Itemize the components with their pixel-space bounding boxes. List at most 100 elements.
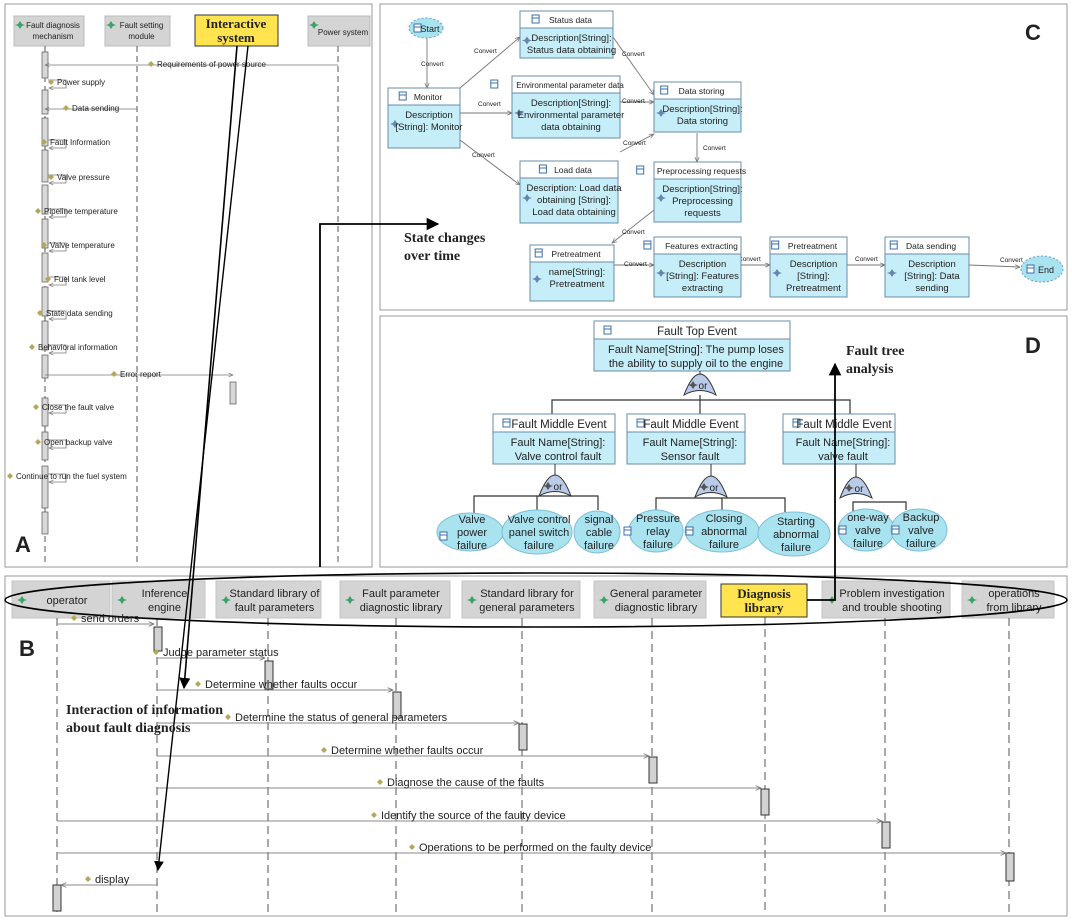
class-box-title: Data storing: [679, 86, 725, 96]
self-message-arrow: [48, 404, 67, 413]
convert-label: Convert: [855, 256, 878, 263]
diagnosis-library-label: Diagnosis: [737, 586, 790, 601]
activation-bar-a: [41, 286, 49, 317]
tree-edge: [473, 495, 599, 520]
star-icon: [309, 21, 319, 29]
star-icon: [106, 21, 116, 29]
flow-arrow: [459, 139, 520, 185]
convert-label: Convert: [703, 145, 726, 152]
class-box-text: Data storing: [677, 116, 728, 127]
message-icon: [371, 812, 377, 818]
activation-bar-a: [41, 397, 49, 427]
class-icon: [643, 240, 652, 250]
lifeline-label-b: fault parameters: [235, 602, 315, 614]
self-message-arrow: [48, 139, 67, 148]
activation-bar-a: [229, 381, 237, 405]
message-label-a: Behavioral information: [38, 343, 118, 352]
activation-bar-a: [41, 117, 49, 147]
convert-label: Convert: [622, 51, 645, 58]
class-box-title: Status data: [549, 15, 592, 25]
self-message-arrow: [48, 439, 67, 448]
class-box-text: Description: [679, 259, 727, 270]
class-box-title: Data sending: [906, 241, 956, 251]
lifeline-header-b: [821, 580, 951, 619]
event-box-text: Fault Name[String]: The pump loses: [608, 344, 784, 356]
message-icon: [7, 473, 13, 479]
leaf-event-label: failure: [853, 538, 883, 550]
class-icon: [792, 418, 801, 428]
class-box-title: Environmental parameter data: [516, 81, 624, 90]
leaf-event: [757, 511, 831, 557]
self-message-arrow: [48, 473, 67, 482]
event-box-title: Fault Middle Event: [796, 419, 892, 431]
class-box-text: Description[String]:: [531, 98, 611, 109]
leaf-event-label: failure: [524, 540, 554, 552]
class-box-text: Description[String]:: [662, 184, 742, 195]
leaf-event: [573, 510, 621, 554]
star-icon: [688, 381, 698, 389]
message-icon: [35, 208, 41, 214]
flow-arrow: [459, 37, 520, 89]
activation-bar-b: [153, 626, 163, 652]
class-icon: [636, 418, 645, 428]
self-message-arrow: [48, 276, 67, 285]
leaf-event: [501, 509, 573, 555]
or-gate: [683, 373, 717, 397]
convert-label: Convert: [622, 229, 645, 236]
interaction-info-label: Interaction of information: [66, 703, 223, 718]
activation-bar-a: [41, 149, 49, 183]
interactive-system-callout: [194, 14, 279, 47]
leaf-event-label: Closing: [706, 513, 743, 525]
star-icon: [522, 36, 532, 45]
activation-bar-a: [41, 184, 49, 215]
activation-bar-b: [648, 756, 658, 784]
leaf-event-label: Backup: [903, 512, 940, 524]
class-icon: [490, 79, 499, 89]
class-box-header: [511, 75, 621, 94]
class-box-text: Description: [790, 259, 838, 270]
lifeline-header-b: [215, 580, 322, 619]
lifeline-label-b: Fault parameter: [362, 588, 440, 600]
fault-tree-analysis-label: Fault tree: [846, 344, 904, 359]
star-icon: [656, 194, 666, 202]
star-icon: [17, 596, 27, 604]
class-icon: [531, 14, 540, 24]
lifeline-header-b: [461, 580, 581, 619]
lifeline-label-b: diagnostic library: [360, 602, 443, 614]
message-icon: [35, 439, 41, 445]
class-icon: [603, 325, 612, 335]
class-box-text: Status data obtaining: [527, 45, 616, 56]
start-label: Start: [420, 24, 440, 34]
lifeline-label-b: Inference: [142, 588, 188, 600]
panel-a-frame: [4, 3, 373, 568]
message-label-a: Fuel tank level: [54, 275, 106, 284]
convert-label: Convert: [623, 140, 646, 147]
star-icon: [522, 194, 532, 202]
message-icon: [71, 615, 77, 621]
message-icon: [225, 714, 231, 720]
self-message-arrow: [48, 310, 67, 319]
fault-tree-analysis-label: analysis: [846, 362, 894, 377]
class-box-text: Preprocessing: [672, 196, 733, 207]
event-box-text: Fault Name[String]:: [643, 437, 738, 449]
or-gate-label: or: [855, 484, 865, 495]
class-box-title: Load data: [554, 165, 592, 175]
class-box-header: [884, 236, 970, 255]
callout-arrow: [154, 45, 249, 871]
class-icon: [1026, 264, 1035, 274]
message-label-a: Continue to run the fuel system: [16, 472, 127, 481]
message-label-b: Operations to be performed on the faulty…: [419, 842, 651, 854]
or-gate-label: or: [554, 482, 564, 493]
or-gate: [538, 474, 572, 498]
class-box-title: Pretreatment: [788, 241, 838, 251]
class-box-text: sending: [915, 283, 948, 294]
message-label-b: Determine the status of general paramete…: [235, 712, 448, 724]
lifeline-label-a: mechanism: [33, 32, 74, 41]
star-icon: [887, 269, 897, 277]
activation-bar-a: [41, 431, 49, 461]
or-gate: [694, 475, 728, 499]
class-box-text: Pretreatment: [550, 279, 605, 290]
class-box-text: Load data obtaining: [532, 207, 615, 218]
